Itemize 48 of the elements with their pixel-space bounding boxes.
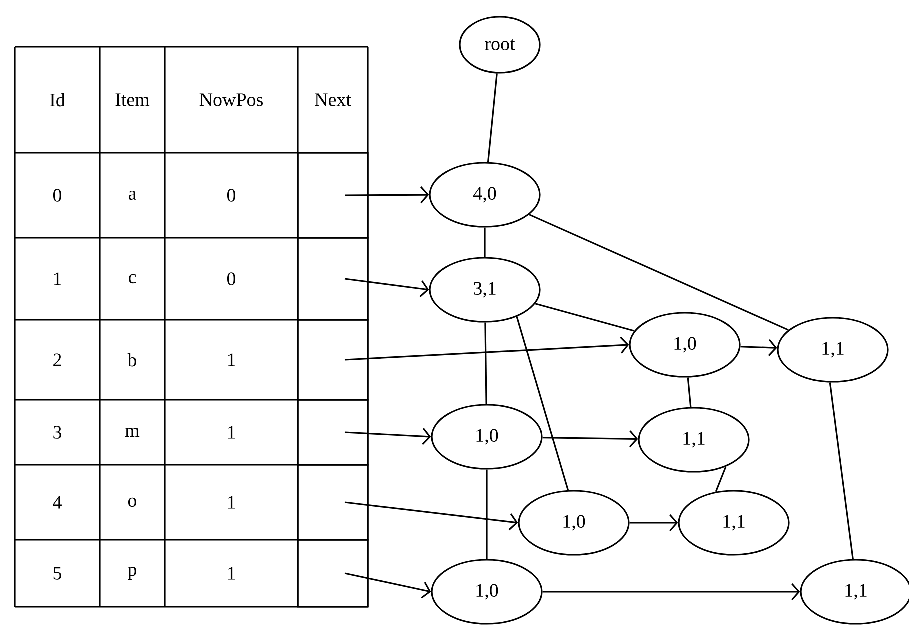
table-cell-text: 1 bbox=[54, 272, 62, 286]
table-cell-text: 1 bbox=[228, 567, 236, 580]
arrow bbox=[630, 514, 678, 532]
arrow bbox=[345, 186, 430, 204]
tree-edge bbox=[486, 470, 488, 560]
table-cell-text: 0 bbox=[53, 189, 62, 202]
arrow bbox=[344, 336, 630, 361]
tree-edge bbox=[529, 214, 789, 331]
tree-edge bbox=[535, 303, 635, 332]
table-cell-text: 1 bbox=[228, 426, 236, 439]
table-cell-text: b bbox=[128, 353, 137, 367]
tree-edge bbox=[829, 382, 854, 560]
column-header: NowPos bbox=[200, 94, 264, 106]
arrow bbox=[542, 430, 638, 448]
arrow bbox=[740, 339, 778, 356]
table-cell-text: 1 bbox=[228, 496, 236, 509]
tree-edge bbox=[516, 316, 570, 491]
table-cell bbox=[297, 319, 369, 401]
arrow bbox=[344, 502, 518, 531]
table-cell-text: a bbox=[128, 190, 136, 200]
table-cell-text: 4 bbox=[53, 496, 62, 509]
tree-edge bbox=[484, 322, 488, 404]
arrow bbox=[344, 428, 432, 446]
table-cell-text: 3 bbox=[54, 426, 62, 439]
table-cell bbox=[297, 237, 369, 321]
table-cell bbox=[297, 399, 369, 466]
tree-edge bbox=[487, 74, 498, 162]
table-cell-text: 0 bbox=[227, 272, 236, 286]
table-cell-text: 5 bbox=[54, 567, 62, 580]
arrow bbox=[542, 583, 800, 601]
table-cell-text: m bbox=[126, 428, 140, 437]
table-cell-text: o bbox=[128, 498, 137, 508]
tree-edge bbox=[484, 228, 486, 258]
column-header: Next bbox=[315, 94, 352, 106]
table-cell-text: p bbox=[128, 567, 136, 580]
arrow bbox=[344, 572, 432, 599]
table-cell bbox=[297, 152, 369, 239]
table-cell bbox=[297, 464, 369, 541]
table-cell bbox=[297, 539, 369, 608]
tree-edge bbox=[687, 378, 692, 408]
column-header: Item bbox=[116, 94, 150, 106]
tree-edge bbox=[715, 466, 727, 492]
arrow bbox=[344, 278, 430, 298]
column-header: Id bbox=[50, 93, 66, 107]
table-cell-text: 1 bbox=[228, 354, 236, 366]
table-cell-text: 0 bbox=[227, 189, 236, 202]
table-cell-text: 2 bbox=[54, 354, 62, 366]
table-cell-text: c bbox=[129, 274, 136, 284]
